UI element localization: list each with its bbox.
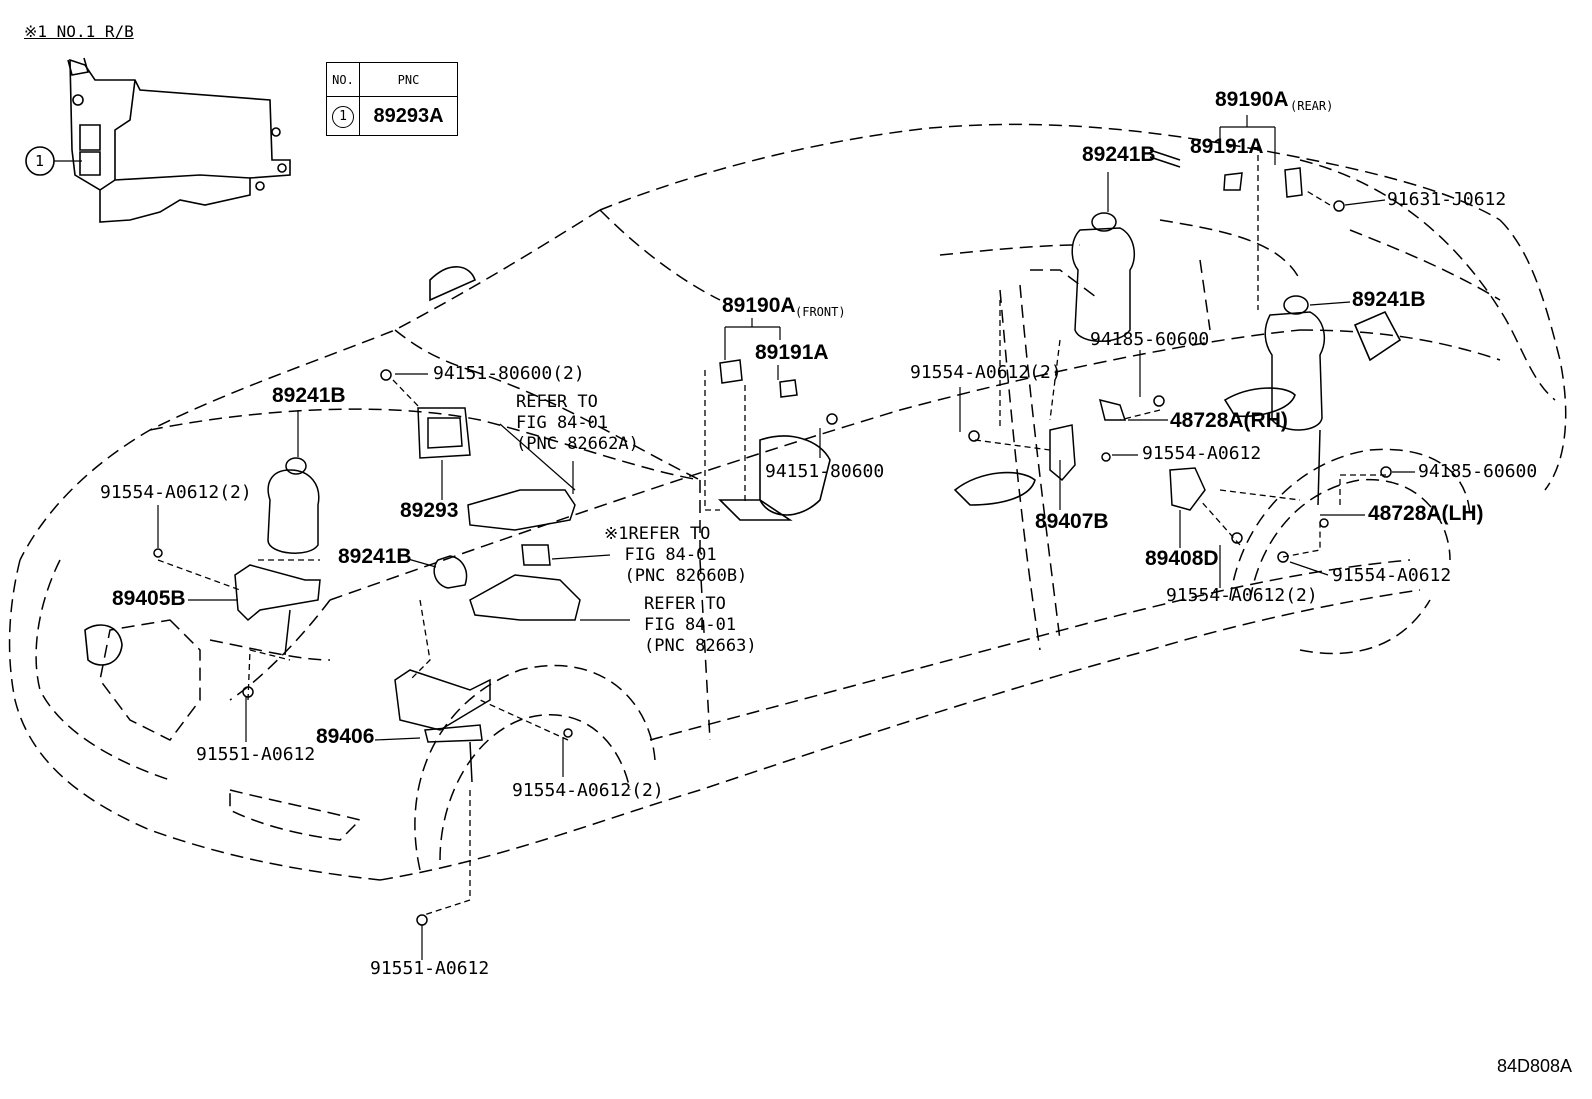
note-refer-82662a: REFER TO FIG 84-01 (PNC 82662A)	[516, 392, 639, 454]
diagram-id: 84D808A	[1496, 1056, 1572, 1076]
label-48728a-lh: 48728A(LH)	[1368, 502, 1484, 525]
label-89190a-front-note: (FRONT)	[795, 305, 846, 319]
label-89241b-rear-top: 89241B	[1082, 143, 1156, 166]
label-89190a-front: 89190A	[722, 294, 796, 317]
label-89241b-front-mid: 89241B	[338, 545, 412, 568]
label-91554-a0612-2-front: 91554-A0612(2)	[100, 482, 252, 503]
key-row-no-circle: 1	[332, 105, 354, 128]
label-91631-j0612: 91631-J0612	[1387, 189, 1507, 210]
label-89405b: 89405B	[112, 587, 186, 610]
label-91551-a0612-bottom: 91551-A0612	[370, 958, 490, 979]
label-89190a-rear: 89190A	[1215, 88, 1289, 111]
components	[154, 168, 1391, 925]
label-91554-a0612-2-door: 91554-A0612(2)	[910, 362, 1062, 383]
label-89407b: 89407B	[1035, 510, 1109, 533]
label-89190a-rear-note: (REAR)	[1290, 99, 1334, 113]
relation-lines	[158, 145, 1386, 915]
relay-block-inset	[68, 58, 290, 222]
leader-lines	[158, 115, 1415, 960]
callout-number: 1	[35, 152, 45, 170]
note-refer-82663: REFER TO FIG 84-01 (PNC 82663)	[644, 594, 757, 656]
label-91551-a0612-left: 91551-A0612	[196, 744, 316, 765]
label-89191a-front: 89191A	[755, 341, 829, 364]
label-94185-60600-upper: 94185-60600	[1090, 329, 1210, 350]
label-89241b-rear-right: 89241B	[1352, 288, 1426, 311]
label-91554-a0612-mid: 91554-A0612	[1142, 443, 1262, 464]
key-header-pnc: PNC	[359, 62, 458, 97]
car-body-outline	[10, 124, 1566, 880]
label-89241b-front-left: 89241B	[272, 384, 346, 407]
label-48728a-rh: 48728A(RH)	[1170, 409, 1288, 432]
key-row-pnc: 89293A	[359, 96, 458, 136]
label-89191a-rear: 89191A	[1190, 135, 1264, 158]
key-header-no: NO.	[326, 62, 360, 97]
key-table: NO. PNC 1 89293A	[326, 62, 458, 136]
label-94151-80600-door: 94151-80600	[765, 461, 885, 482]
label-91554-a0612-2-bottom: 91554-A0612(2)	[512, 780, 664, 801]
label-89293: 89293	[400, 499, 459, 522]
label-91554-a0612-rear: 91554-A0612	[1332, 565, 1452, 586]
label-94151-80600-2: 94151-80600(2)	[433, 363, 585, 384]
note-refer-82660b: ※1REFER TO FIG 84-01 (PNC 82660B)	[604, 524, 748, 586]
key-row-no: 1	[326, 96, 360, 136]
inset-title: ※1 NO.1 R/B	[24, 22, 134, 41]
label-91554-a0612-2-rear: 91554-A0612(2)	[1166, 585, 1318, 606]
label-89408d: 89408D	[1145, 547, 1219, 570]
label-89406: 89406	[316, 725, 375, 748]
label-94185-60600-lower: 94185-60600	[1418, 461, 1538, 482]
car-solid-details	[85, 150, 1400, 665]
